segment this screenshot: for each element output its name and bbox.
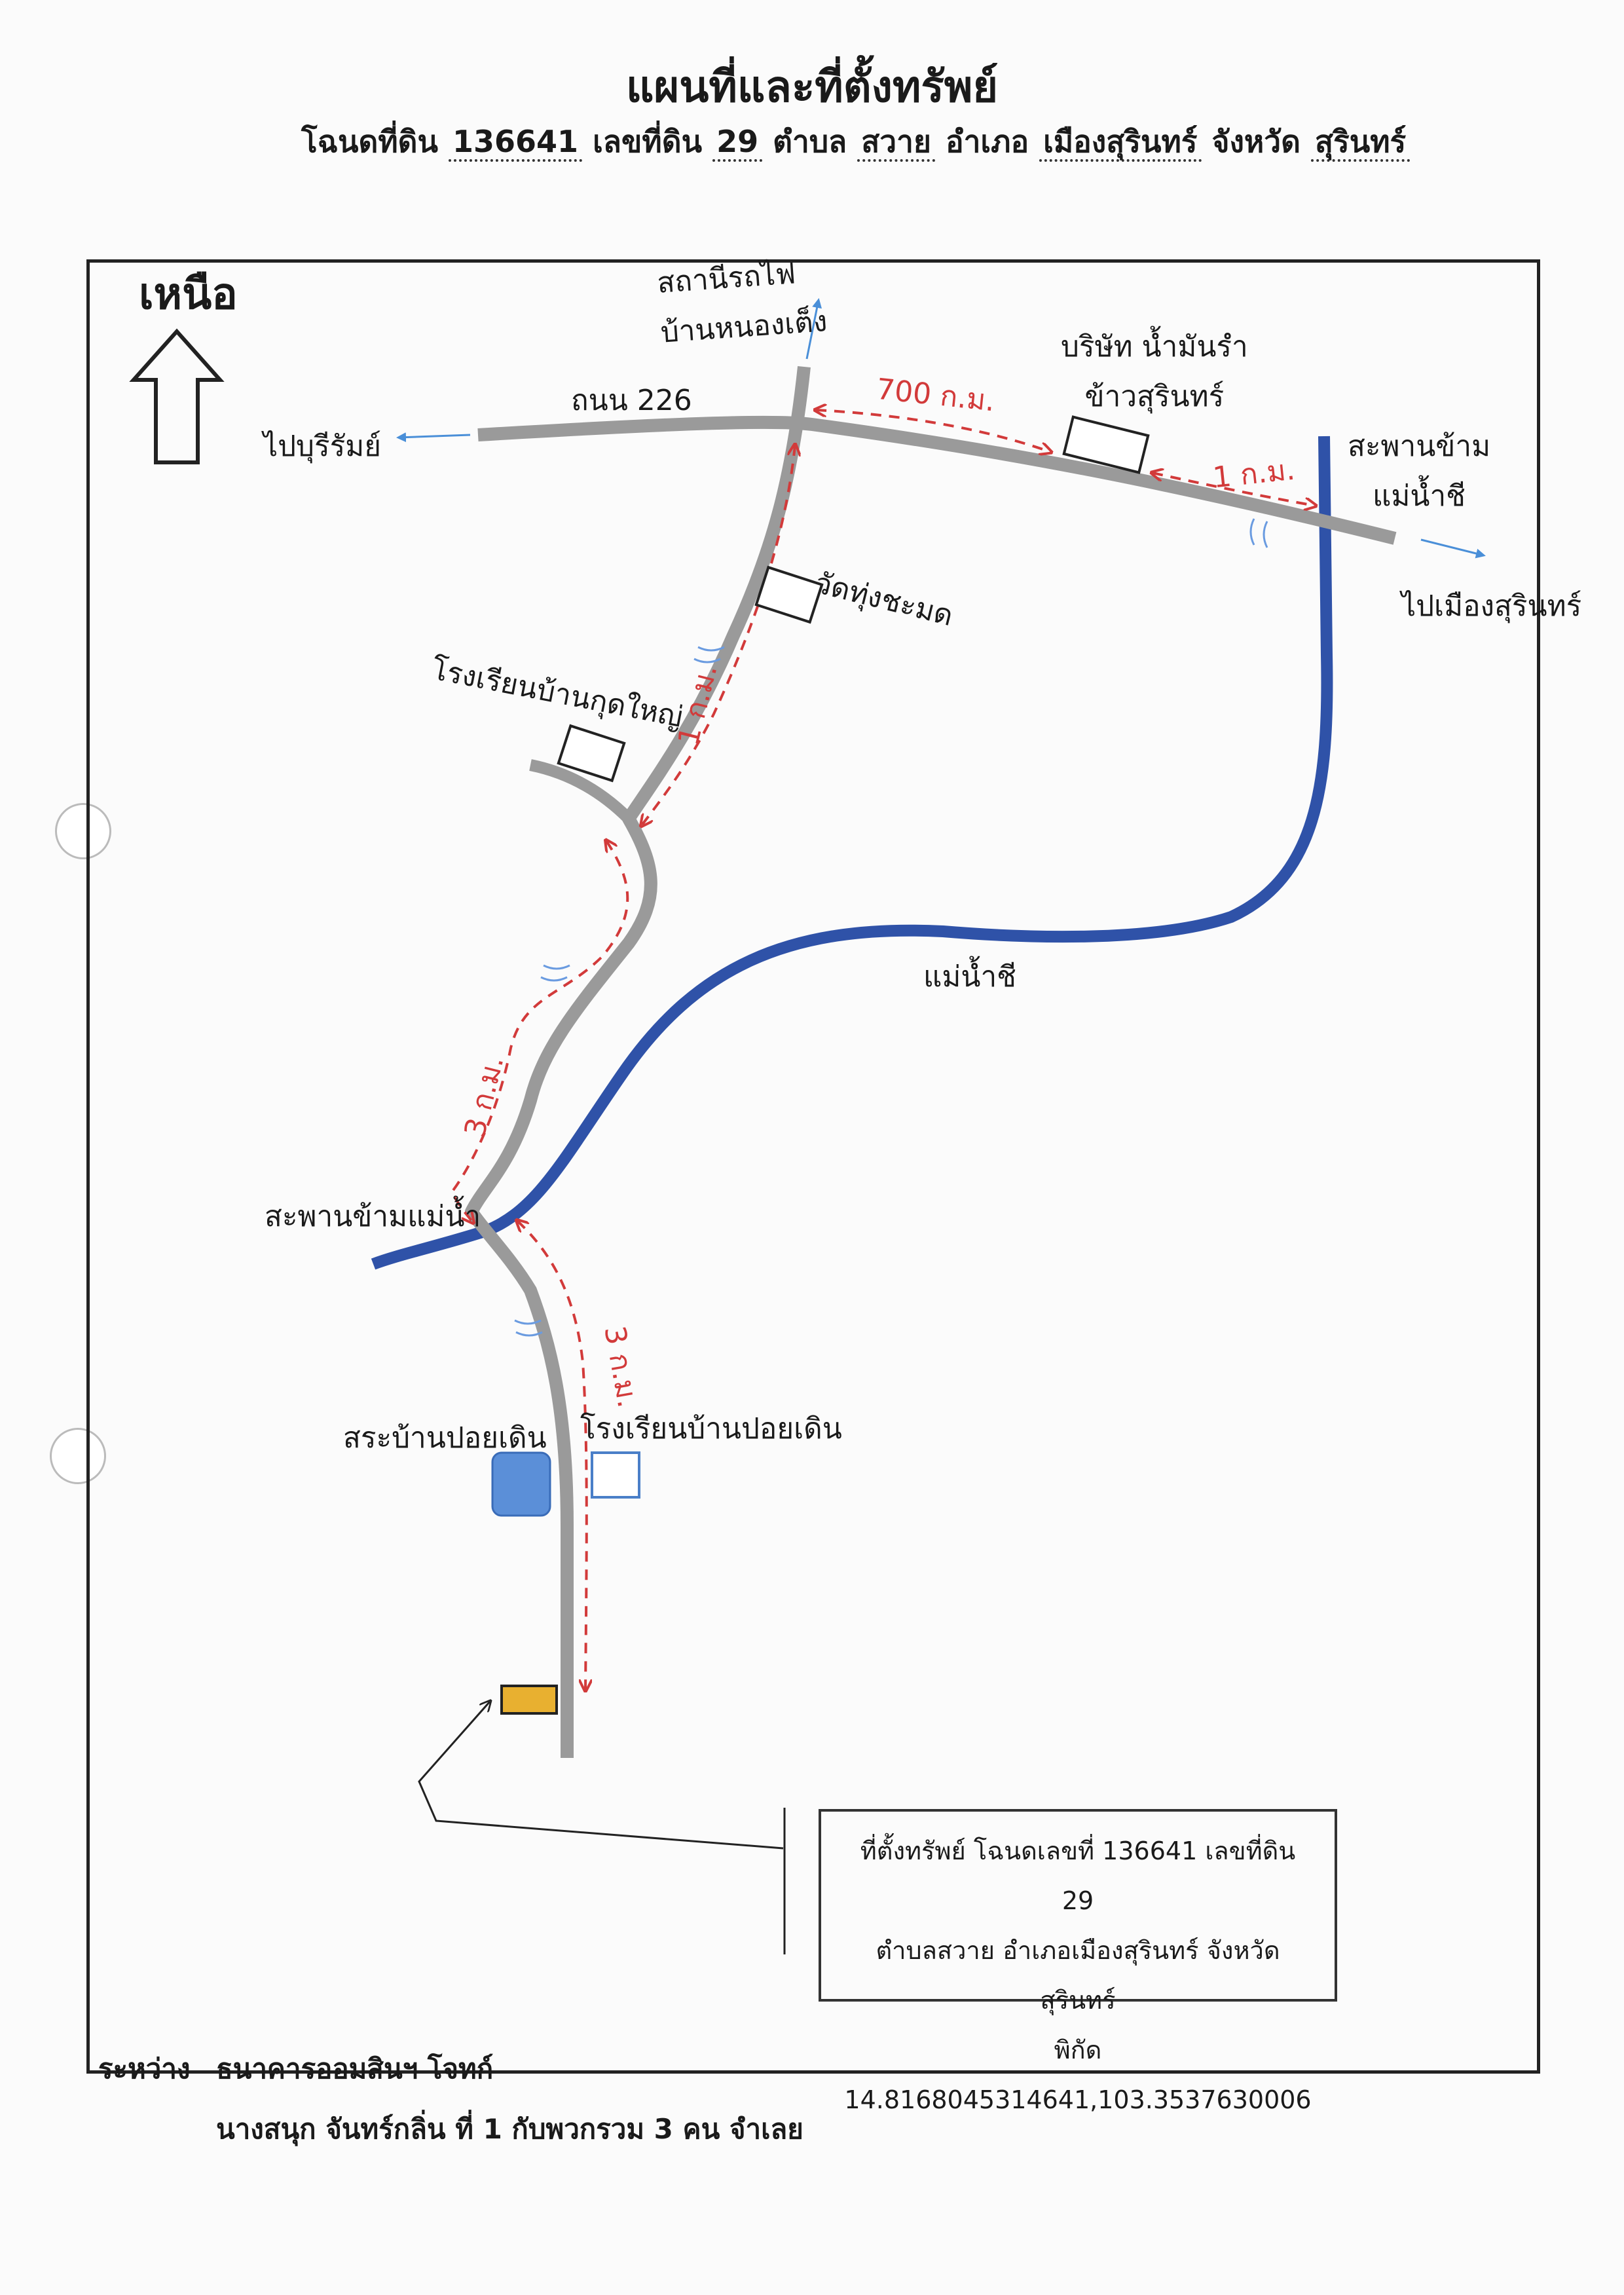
- label-station: สถานีรถไฟ บ้านหนองเต็ง: [655, 257, 828, 350]
- info-line-2: ตำบลสวาย อำเภอเมืองสุรินทร์ จังหวัดสุริน…: [876, 1936, 1280, 2015]
- main-road: [465, 365, 811, 1758]
- page-title: แผนที่และที่ตั้งทรัพย์: [626, 62, 998, 112]
- distance-line-700: [816, 410, 1050, 452]
- info-line-3: พิกัด 14.8168045314641,103.3537630006: [844, 2036, 1312, 2114]
- bridge-mark-middle: [540, 964, 570, 982]
- arrow-to-buriram: [396, 432, 471, 443]
- company-building: [1062, 415, 1150, 474]
- temple-building: [754, 565, 824, 624]
- footer-defendant: นางสนุก จันทร์กลิ่น ที่ 1 กับพวกรวม 3 คน…: [216, 2113, 803, 2145]
- pond: [491, 1451, 551, 1517]
- land-label: เลขที่ดิน: [593, 124, 703, 159]
- distance-line-3km-middle: [450, 841, 629, 1222]
- bridge-mark-north: [693, 646, 725, 663]
- province-label: จังหวัด: [1211, 124, 1301, 159]
- bridge-mark-east: [1249, 518, 1268, 548]
- branch-road: [529, 759, 633, 823]
- label-road-226: ถนน 226: [571, 384, 692, 417]
- land-number: 29: [712, 124, 763, 162]
- label-to-surin: ไปเมืองสุรินทร์: [1401, 589, 1582, 623]
- map-frame: [86, 259, 1540, 2074]
- label-bridge-south: สะพานข้ามแม่น้ำ: [265, 1200, 481, 1233]
- punch-hole-top: [55, 803, 111, 859]
- province-value: สุรินทร์: [1310, 124, 1411, 162]
- deed-label: โฉนดที่ดิน: [301, 124, 438, 159]
- deed-subtitle: โฉนดที่ดิน 136641 เลขที่ดิน 29 ตำบล สวาย…: [301, 118, 1411, 166]
- arrow-to-surin: [1420, 538, 1486, 559]
- school-poy-building: [591, 1451, 640, 1499]
- arrow-to-station: [805, 298, 822, 360]
- punch-hole-bottom: [50, 1428, 106, 1484]
- district-label: อำเภอ: [945, 124, 1029, 159]
- footer-plaintiff: ธนาคารออมสินฯ โจทก์: [216, 2053, 494, 2085]
- info-line-1: ที่ตั้งทรัพย์ โฉนดเลขที่ 136641 เลขที่ดิ…: [860, 1837, 1296, 1915]
- label-pond: สระบ้านปอยเดิน: [343, 1421, 547, 1455]
- property-marker: [500, 1685, 558, 1715]
- district-value: เมืองสุรินทร์: [1039, 124, 1202, 162]
- distance-line-1km-east: [1153, 473, 1315, 506]
- north-arrow-icon: [129, 328, 225, 464]
- bridge-mark-south: [514, 1319, 543, 1337]
- distance-line-1km-north: [642, 445, 795, 825]
- property-info-box: ที่ตั้งทรัพย์ โฉนดเลขที่ 136641 เลขที่ดิ…: [819, 1809, 1337, 2114]
- school-kud-building: [557, 724, 626, 783]
- label-bridge-east: สะพานข้าม แม่น้ำชี: [1348, 430, 1491, 513]
- distance-label-1km-east: 1 ก.ม.: [1211, 453, 1297, 495]
- property-leader-line: [418, 1702, 784, 1850]
- distance-line-3km-south: [517, 1221, 587, 1690]
- footer-between-label: ระหว่าง: [98, 2053, 191, 2085]
- north-label: เหนือ: [139, 269, 238, 319]
- subdistrict-value: สวาย: [857, 124, 935, 162]
- label-company: บริษัท น้ำมันรำ ข้าวสุรินทร์: [1061, 330, 1248, 413]
- subdistrict-label: ตำบล: [773, 124, 847, 159]
- label-school-poy: โรงเรียนบ้านปอยเดิน: [580, 1412, 842, 1446]
- deed-number: 136641: [449, 124, 583, 162]
- label-to-buriram: ไปบุรีรัมย์: [263, 430, 382, 463]
- label-river: แม่น้ำชี: [923, 960, 1017, 994]
